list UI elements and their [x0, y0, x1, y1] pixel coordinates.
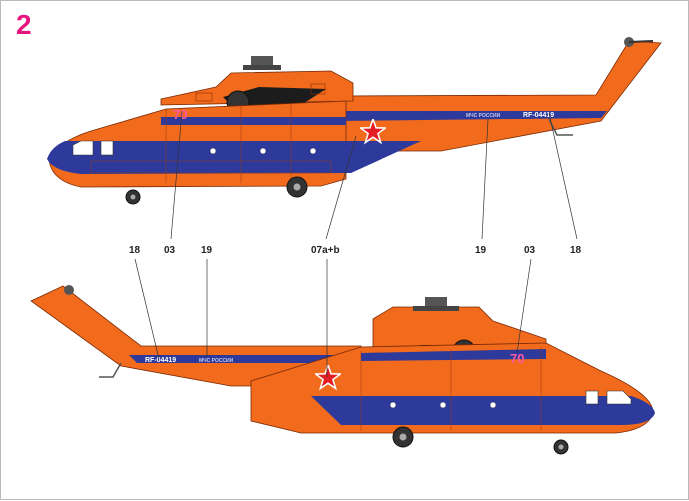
- top-upper-stripe: [161, 117, 346, 125]
- bottom-callout-03: 03: [524, 245, 536, 256]
- bottom-tail-rotor-hub: [64, 285, 74, 295]
- top-callout-03: 03: [164, 245, 176, 256]
- bottom-tail-skid: [99, 362, 122, 378]
- top-registration: RF-04419: [523, 112, 554, 119]
- top-side-window: [100, 140, 114, 156]
- helicopter-top-profile: 70 RF-04419 МЧС РОССИИ: [47, 37, 662, 240]
- top-callout-18: 18: [570, 245, 582, 256]
- bottom-callout-18: 18: [129, 245, 141, 256]
- top-bort-number: 70: [173, 107, 187, 122]
- top-portholes: [209, 147, 317, 155]
- bottom-portholes: [389, 401, 497, 409]
- top-tail-boom: [335, 40, 662, 152]
- bottom-upper-stripe: [361, 349, 546, 361]
- top-callout-07ab: 07a+b: [311, 245, 340, 256]
- bottom-side-window: [585, 390, 599, 405]
- bottom-callout-19: 19: [201, 245, 213, 256]
- helicopter-bottom-profile: 70 RF-04419 МЧС РОССИИ: [30, 258, 655, 455]
- top-cockpit-window: [72, 140, 94, 156]
- top-faint-marking: МЧС РОССИИ: [466, 113, 501, 119]
- top-callout-19: 19: [475, 245, 487, 256]
- top-tail-stripe: [341, 111, 607, 121]
- bottom-cockpit-window: [606, 390, 632, 405]
- bottom-bort-number: 70: [510, 351, 524, 366]
- top-fuselage-stripe: [47, 141, 421, 174]
- bottom-registration: RF-04419: [145, 357, 176, 364]
- bottom-faint-marking: МЧС РОССИИ: [199, 358, 234, 364]
- panel-number: 2: [16, 9, 32, 40]
- bottom-fuselage-stripe: [311, 396, 655, 425]
